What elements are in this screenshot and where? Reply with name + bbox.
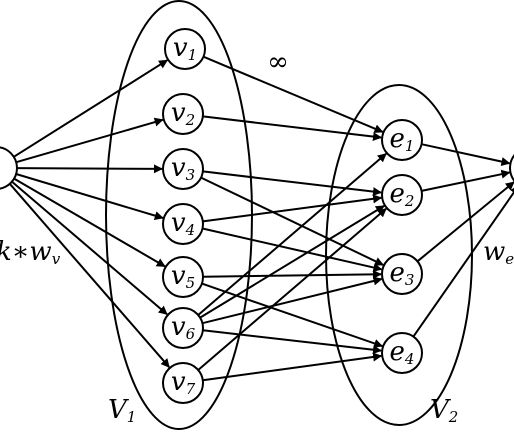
svg-text:e1: e1: [390, 124, 415, 155]
edge-v3-e2: [202, 170, 382, 197]
node-v5-base: v: [171, 261, 186, 291]
node-v2-sub: 2: [185, 111, 196, 129]
source-capacity-label: k∗wv: [0, 237, 61, 268]
node-v7: v7: [162, 362, 204, 404]
node-e4-sub: 4: [404, 350, 415, 368]
edge-v1-e1: [203, 55, 384, 133]
node-e3: e3: [381, 253, 423, 295]
group-v2-label: V2: [430, 395, 458, 426]
node-e1: e1: [381, 119, 423, 161]
group-v2-sub: 2: [448, 408, 459, 426]
node-v7-base: v: [171, 367, 186, 397]
edge-v5-e4: [201, 282, 384, 348]
edge-v6-e1: [197, 152, 387, 316]
edge-layer: [9, 55, 514, 382]
group-v1-sub: 1: [127, 408, 137, 426]
infinity-capacity-label: ∞: [267, 47, 289, 77]
edge-s-v6: [11, 180, 168, 316]
node-e4: e4: [381, 332, 423, 374]
node-e3-sub: 3: [405, 271, 415, 289]
edge-e2-t: [421, 169, 511, 192]
edge-v4-e3: [202, 227, 383, 272]
node-e2: e2: [381, 174, 423, 216]
edge-v4-e2: [202, 194, 383, 223]
svg-text:v4: v4: [171, 208, 195, 239]
node-e4-base: e: [390, 337, 405, 367]
edge-s-v3: [16, 164, 163, 174]
edge-v6-e3: [202, 276, 383, 325]
edge-e4-t: [412, 185, 514, 338]
svg-text:v6: v6: [171, 312, 196, 343]
svg-text:e3: e3: [390, 258, 415, 289]
node-v6-base: v: [171, 312, 186, 342]
svg-text:v7: v7: [171, 367, 196, 398]
node-v7-sub: 7: [186, 380, 196, 398]
edge-e3-t: [416, 181, 514, 263]
node-v4-sub: 4: [185, 221, 196, 239]
edge-v3-e3: [200, 176, 384, 266]
source-capacity-sub: v: [52, 250, 61, 268]
node-v1: v1: [164, 28, 206, 70]
edge-v6-e4: [202, 329, 382, 355]
edge-s-v5: [13, 177, 166, 268]
node-e1-sub: 1: [405, 137, 415, 155]
sink-capacity-sub: e: [505, 250, 514, 268]
node-e1-base: e: [390, 124, 405, 154]
group-v2-base: V: [430, 395, 451, 425]
edge-v5-e3: [202, 269, 382, 279]
svg-text:v5: v5: [171, 261, 195, 292]
node-v2: v2: [162, 93, 204, 135]
node-v4-base: v: [171, 208, 186, 238]
node-e3-base: e: [390, 258, 405, 288]
node-v4: v4: [162, 203, 204, 245]
node-source: s: [0, 146, 18, 190]
group-v2-ellipse: [325, 84, 473, 426]
node-v1-base: v: [173, 33, 188, 63]
source-capacity-base: k∗w: [0, 237, 52, 267]
sink-capacity-base: w: [483, 237, 505, 267]
node-v6-sub: 6: [186, 325, 196, 343]
node-v5: v5: [162, 256, 204, 298]
edge-e1-t: [421, 143, 511, 166]
svg-text:v1: v1: [173, 33, 197, 64]
node-e2-sub: 2: [404, 192, 415, 210]
node-v3-base: v: [171, 153, 186, 183]
edge-s-v2: [15, 117, 164, 164]
svg-text:v2: v2: [171, 98, 195, 129]
svg-text:v3: v3: [171, 153, 195, 184]
group-v1-base: V: [108, 395, 129, 425]
edge-s-v7: [9, 183, 170, 368]
node-v3: v3: [162, 148, 204, 190]
svg-text:e4: e4: [390, 337, 415, 368]
edge-s-v1: [13, 59, 168, 158]
node-sink: [509, 154, 514, 182]
node-v3-sub: 3: [186, 166, 196, 184]
sink-capacity-label: we: [483, 237, 514, 268]
svg-text:e2: e2: [390, 179, 415, 210]
edge-v6-e2: [199, 205, 385, 319]
node-v1-sub: 1: [188, 46, 198, 64]
edge-v7-e4: [202, 352, 383, 382]
node-v6: v6: [162, 307, 204, 349]
edge-v2-e1: [202, 115, 382, 142]
edge-s-v4: [15, 173, 164, 220]
edge-v7-e2: [197, 207, 387, 371]
node-e2-base: e: [390, 179, 405, 209]
node-v5-sub: 5: [186, 274, 196, 292]
group-v1-label: V1: [108, 395, 136, 426]
node-v2-base: v: [171, 98, 186, 128]
